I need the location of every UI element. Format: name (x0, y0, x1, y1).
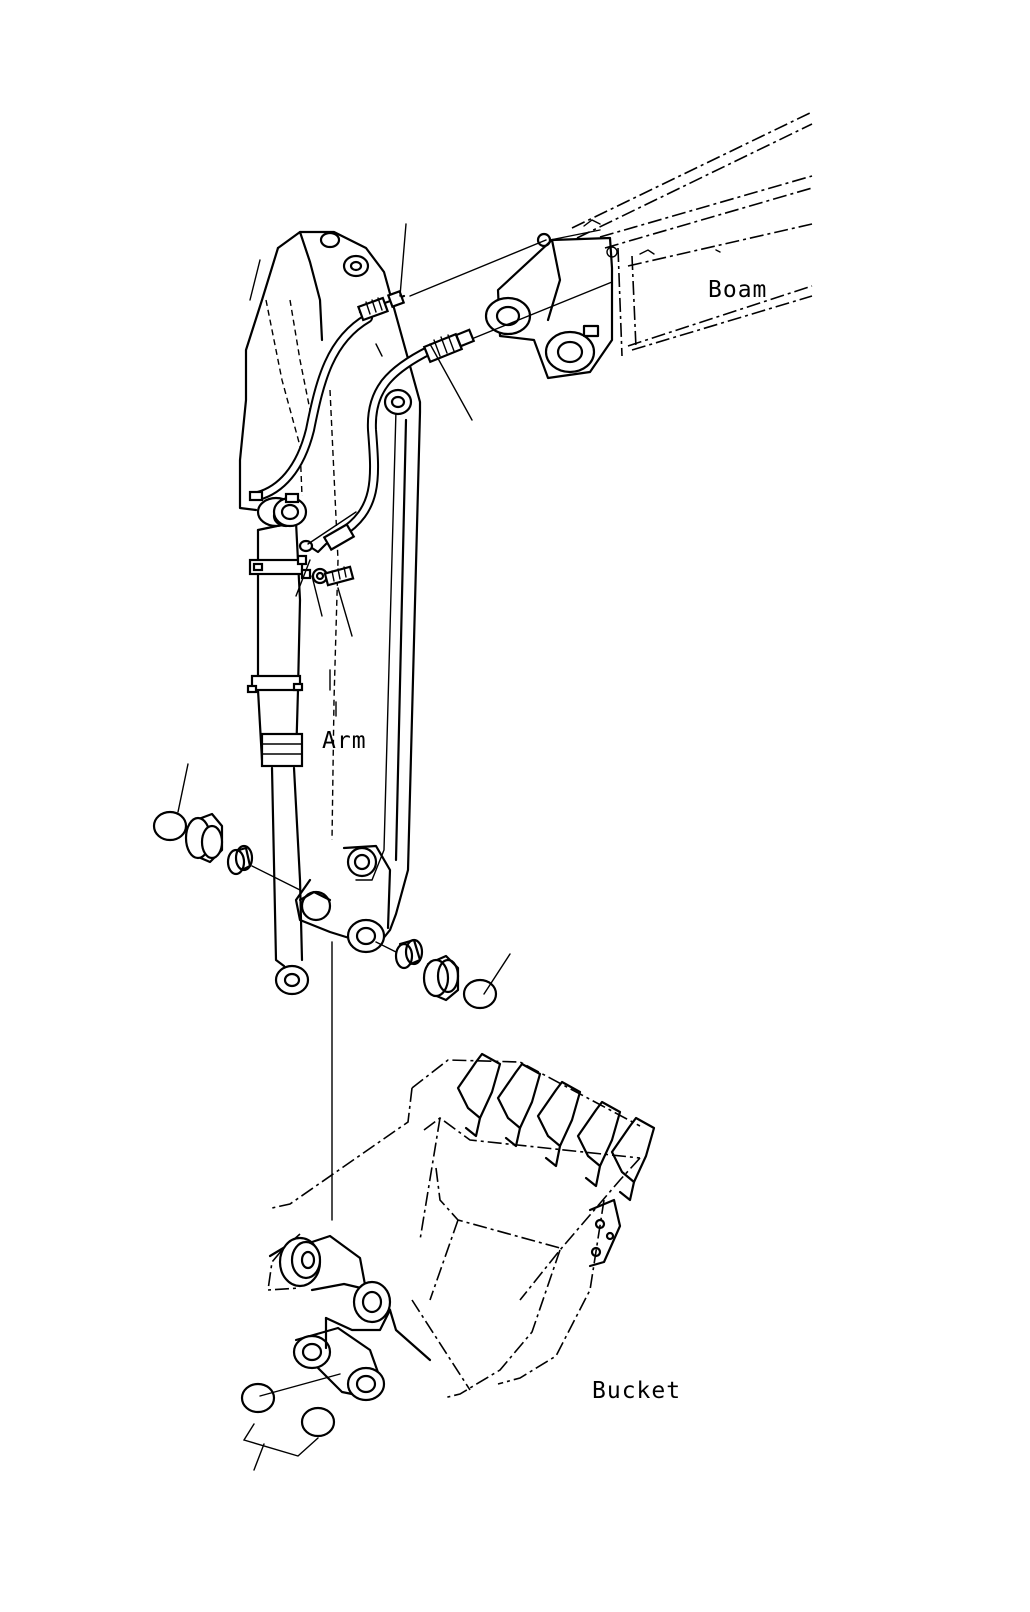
left-bushing-set (152, 810, 301, 891)
leader-lines (177, 223, 721, 995)
bucket-linkage (268, 1234, 432, 1402)
fasteners (296, 539, 355, 587)
hose-clamp-area (246, 490, 308, 694)
boom-outline (571, 111, 813, 357)
arm-body (238, 230, 422, 944)
bucket-label: Bucket (592, 1378, 681, 1404)
bucket-side-plate (588, 1198, 622, 1268)
arm-label: Arm (322, 728, 367, 754)
bucket-teeth (456, 1052, 656, 1202)
hose-lower (310, 328, 476, 554)
arm-tip (298, 844, 392, 954)
bottom-orings (240, 1373, 341, 1471)
boom-label: Boam (708, 277, 767, 303)
boom-foot-bracket (484, 232, 614, 380)
hose-upper (253, 289, 406, 501)
right-bushing-set (375, 938, 498, 1010)
